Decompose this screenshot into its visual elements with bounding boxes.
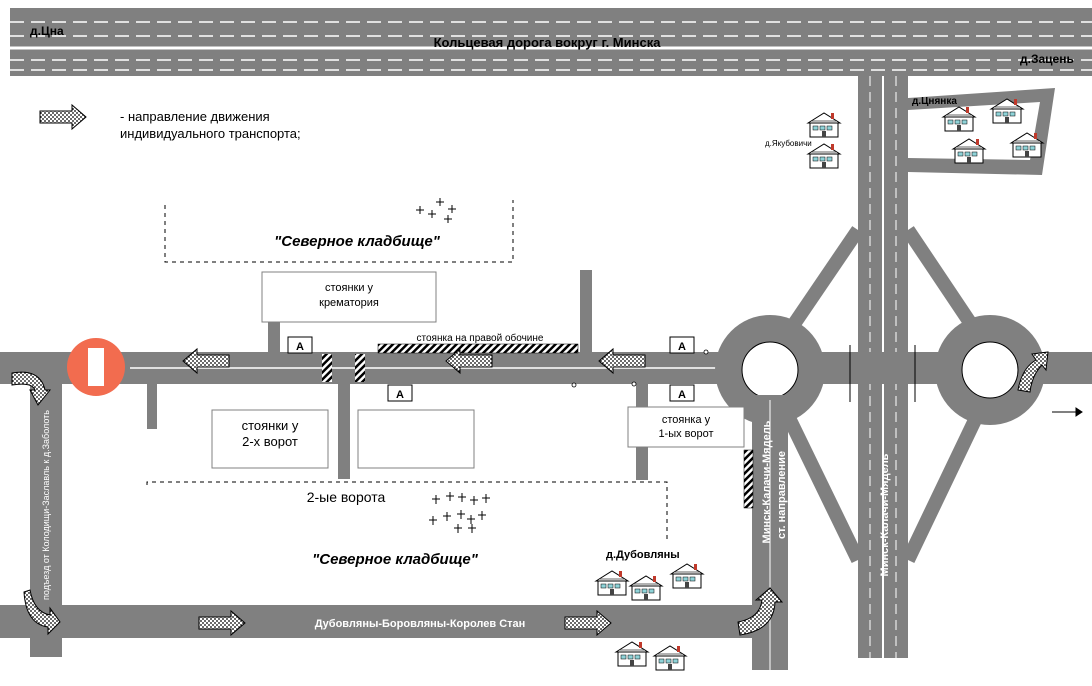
village-yakubovichi-label: д.Якубовичи (765, 139, 812, 148)
svg-text:2-х ворот: 2-х ворот (242, 434, 298, 449)
svg-text:стоянка у: стоянка у (662, 414, 711, 426)
left-road-label: подъезд от Колодищи-Заславль к д.Заболот… (41, 410, 51, 600)
parking-gate1: стоянка у 1-ых ворот (627, 406, 745, 448)
village-tsna-label: д.Цна (30, 24, 64, 38)
village-zatsen-label: д.Зацень (1020, 52, 1074, 66)
shoulder-parking-strip (377, 343, 579, 354)
svg-text:А: А (296, 341, 304, 353)
legend-text-line2: индивидуального транспорта; (120, 126, 301, 141)
svg-text:А: А (678, 341, 686, 353)
bottom-road-label: Дубовляны-Боровляны-Королев Стан (315, 618, 526, 630)
cemetery-bottom-label: "Северное кладбище" (312, 551, 479, 568)
svg-text:крематория: крематория (319, 297, 379, 309)
ring-road-label: Кольцевая дорога вокруг г. Минска (434, 35, 662, 50)
no-entry-sign (67, 338, 125, 396)
bus-stop: А (669, 384, 695, 402)
village-houses-tsnyanka (942, 98, 1044, 164)
station-road-label-2: ст. направление (776, 451, 788, 539)
highway-label: Минск-Калачи-Мядель (879, 453, 891, 576)
cemetery-top-label: "Северное кладбище" (274, 233, 441, 250)
parking-area-blank (357, 409, 475, 469)
svg-text:стоянки у: стоянки у (242, 418, 299, 433)
east-arrow (1052, 407, 1083, 417)
parking-crematorium: стоянки у крематория (261, 271, 437, 323)
svg-text:А: А (396, 389, 404, 401)
svg-text:1-ых ворот: 1-ых ворот (658, 428, 713, 440)
village-dubovlyany-label: д.Дубовляны (606, 549, 680, 561)
cemetery-crosses-top (416, 198, 456, 223)
tsnyanka-loop-road (908, 88, 1055, 175)
svg-text:А: А (678, 389, 686, 401)
shoulder-parking-label: стоянка на правой обочине (417, 332, 544, 344)
gate2-label: 2-ые ворота (307, 489, 386, 505)
bottom-road (0, 605, 770, 638)
village-houses-yakubovichi (807, 112, 841, 169)
side-parking-strip (743, 449, 754, 509)
cemetery-boundary (146, 200, 668, 540)
interchange-ramps (783, 226, 982, 564)
main-road (0, 352, 1092, 384)
ring-road (10, 8, 1092, 76)
roundabout-west (715, 315, 825, 425)
bus-stop: А (669, 336, 695, 354)
traffic-direction-arrow (39, 103, 87, 131)
village-tsnyanka-label: д.Цнянка (912, 96, 957, 107)
bus-stop: А (287, 336, 313, 354)
station-road-label-1: Минск-Калачи-Мядель (761, 420, 773, 543)
legend-text-line1: - направление движения (120, 109, 270, 124)
traffic-direction-arrow (11, 347, 1049, 637)
bus-stop: А (387, 384, 413, 402)
parking-gate2: стоянки у 2-х ворот (211, 409, 329, 469)
stop-markers (571, 349, 709, 388)
crosswalk (322, 354, 365, 382)
cemetery-crosses-bottom (429, 492, 490, 533)
roundabout-east (935, 315, 1045, 425)
svg-text:стоянки у: стоянки у (325, 282, 374, 294)
